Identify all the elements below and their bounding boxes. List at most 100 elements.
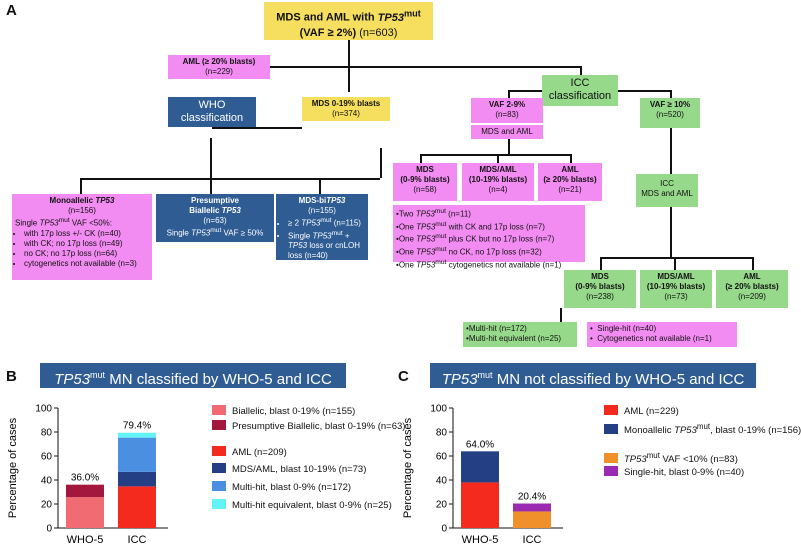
connector — [670, 207, 672, 257]
box-n: (n=238) — [586, 292, 614, 301]
bar-segment — [118, 432, 156, 438]
legend-label: AML (n=209) — [232, 447, 287, 458]
legend-label: Monoallelic — [624, 425, 675, 437]
text: Single — [288, 231, 313, 241]
box-subtitle: MDS and AML — [481, 127, 533, 136]
connector — [210, 138, 212, 178]
connector — [600, 257, 752, 259]
panel-letter-c: C — [398, 368, 409, 385]
box-n: (n=21) — [558, 185, 582, 194]
box-title: MDS — [591, 272, 609, 281]
sup-label: mut — [403, 8, 421, 18]
box-title: VAF ≥ 10% — [649, 100, 691, 109]
box-subtitle: (≥ 20% blasts) — [543, 175, 597, 184]
panel-c-header: TP53mut MN not classified by WHO-5 and I… — [430, 363, 756, 388]
box-subtitle: (10-19% blasts) — [646, 282, 706, 291]
text: plus CK but no 17p loss (n=7) — [446, 234, 555, 244]
bar-segment — [513, 503, 551, 512]
sup-label: mut — [477, 370, 493, 380]
header-text: MN not classified by WHO-5 and ICC — [492, 371, 745, 388]
box-n: (n=209) — [738, 292, 766, 301]
legend-label: Multi-hit, blast 0-9% (n=172) — [232, 482, 352, 493]
sup-label: mut — [435, 245, 447, 253]
connector — [560, 308, 562, 322]
icc-mds-aml-box: ICC MDS and AML — [636, 174, 698, 207]
legend-label: Biallelic, blast 0-19% (n=155) — [232, 406, 356, 417]
gene-label: TP53 — [191, 228, 211, 238]
legend-swatch — [604, 466, 618, 476]
x-tick-label: WHO-5 — [462, 534, 499, 546]
singlehit-box: • Single-hit (n=40) • Cytogenetics not a… — [587, 322, 737, 347]
y-tick-label: 0 — [441, 524, 447, 535]
connector — [508, 90, 510, 98]
list-item: no CK; no 17p loss (n=64) — [24, 249, 149, 259]
text: Single — [166, 228, 192, 238]
bar-segment — [66, 484, 104, 498]
gene-label: TP53 — [288, 241, 308, 251]
mds09-detail-box: •Two TP53mut (n=11) •One TP53mut with CK… — [393, 205, 585, 269]
box-n: (n=4) — [488, 185, 508, 194]
connector — [508, 139, 510, 154]
chart-c: Percentage of cases02040608010064.0%WHO-… — [402, 404, 563, 546]
y-axis-label: Percentage of cases — [402, 417, 414, 518]
sup-label: mut — [320, 217, 332, 224]
box-n: (n=58) — [413, 185, 437, 194]
y-tick-label: 40 — [41, 476, 53, 487]
text: (n=11) — [445, 209, 471, 219]
gene-label: TP53 — [54, 371, 91, 388]
icc-box: ICC classification — [542, 75, 618, 106]
y-tick-label: 100 — [430, 404, 447, 415]
gene-label: TP53 — [416, 234, 436, 244]
bar-segment — [118, 486, 156, 528]
sup-label: mut — [434, 208, 446, 215]
legend-swatch — [212, 405, 226, 415]
legend-c-3: Single-hit, blast 0-9% (n=40) — [604, 466, 744, 479]
y-tick-label: 60 — [41, 452, 53, 463]
vaf10-box: VAF ≥ 10% (n=520) — [640, 98, 700, 128]
aml-b-box: AML (≥ 20% blasts) (n=209) — [716, 270, 788, 308]
box-title: WHO — [198, 99, 226, 111]
multihit-box: •Multi-hit (n=172) •Multi-hit equivalent… — [463, 322, 577, 347]
box-title: AML — [561, 165, 579, 174]
mdsaml-a-box: MDS/AML (10-19% blasts) (n=4) — [462, 163, 534, 201]
x-tick-label: WHO-5 — [67, 534, 104, 546]
box-n: (n=374) — [332, 109, 360, 118]
sup-label: mut — [331, 229, 343, 237]
connector — [380, 148, 382, 178]
root-vaf: (VAF ≥ 2%) — [299, 26, 357, 39]
root-box: MDS and AML with TP53mut (VAF ≥ 2%) (n=6… — [264, 2, 433, 40]
panel-letter-a: A — [6, 2, 17, 19]
y-axis-label: Percentage of cases — [7, 417, 19, 518]
bar-total-label: 36.0% — [71, 473, 99, 484]
text: with CK and 17p loss (n=7) — [446, 222, 545, 232]
mds-bi-box: MDS-biTP53 (n=155) ≥ 2 TP53mut (n=115) S… — [276, 194, 368, 260]
header-text: MN classified by WHO-5 and ICC — [105, 371, 332, 388]
x-tick-label: ICC — [523, 534, 542, 546]
connector — [752, 257, 754, 270]
text: + — [342, 231, 350, 241]
root-n: (n=603) — [359, 26, 398, 39]
connector — [210, 178, 212, 194]
box-title: MDS/AML — [479, 165, 517, 174]
text: loss or cnLOH loss (n=40) — [288, 241, 361, 261]
connector — [497, 154, 499, 163]
bar-total-label: 20.4% — [518, 492, 546, 503]
y-tick-label: 60 — [436, 452, 448, 463]
box-subtitle: (0-9% blasts) — [575, 282, 625, 291]
text: One — [398, 222, 417, 232]
legend-swatch — [604, 424, 618, 435]
presumptive-box: Presumptive Biallelic TP53 (n=63) Single… — [156, 194, 274, 242]
gene-label: TP53 — [95, 196, 115, 205]
legend-b-2: AML (n=209) — [212, 446, 287, 459]
legend-label: , blast 0-19% (n=156) — [710, 425, 801, 437]
bar-segment — [461, 451, 499, 483]
text: One — [398, 260, 417, 270]
legend-b-5: Multi-hit equivalent, blast 0-9% (n=25) — [212, 499, 392, 512]
gene-label: TP53 — [416, 247, 436, 257]
chart-b: Percentage of cases02040608010036.0%WHO-… — [7, 404, 168, 546]
bar-segment — [66, 497, 104, 528]
vaf29-box: VAF 2-9% (n=83) — [471, 98, 543, 123]
text: (n=115) — [331, 218, 361, 228]
list-item: Multi-hit (n=172) — [468, 324, 527, 333]
legend-label: Presumptive Biallelic, blast 0-19% (n=63… — [232, 421, 406, 432]
